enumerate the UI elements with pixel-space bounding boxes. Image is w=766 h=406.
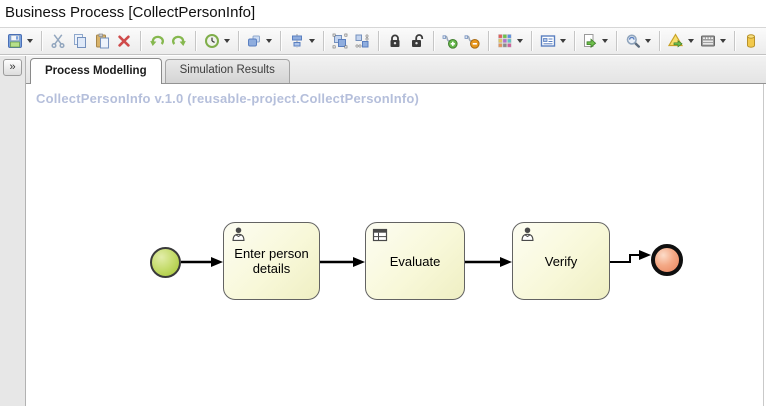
- service-search-button[interactable]: [623, 31, 653, 51]
- toolbar-separator: [530, 31, 532, 51]
- toolbar-separator: [487, 31, 489, 51]
- fill-color-button[interactable]: [495, 31, 525, 51]
- save-button[interactable]: [5, 31, 35, 51]
- user-task-enter-person-details[interactable]: Enter person details: [223, 222, 320, 300]
- task-label: Verify: [544, 253, 578, 269]
- business-rule-task-icon: [372, 228, 388, 247]
- lock-icon: [387, 33, 403, 49]
- canvas-right-edge: [763, 84, 764, 406]
- business-rule-task-evaluate[interactable]: Evaluate: [365, 222, 465, 300]
- export-dropdown-caret[interactable]: [602, 39, 609, 43]
- migrate-icon: [700, 33, 716, 49]
- sequence-flow-start-to-enter[interactable]: [181, 257, 223, 267]
- add-docker-icon: [442, 33, 458, 49]
- remove-docker-icon: [464, 33, 480, 49]
- lock-button[interactable]: [385, 31, 405, 51]
- toolbar-separator: [139, 31, 141, 51]
- ungroup-icon: [354, 33, 370, 49]
- process-watermark: CollectPersonInfo v.1.0 (reusable-projec…: [36, 91, 420, 106]
- toolbar-separator: [237, 31, 239, 51]
- title-bar: Business Process [CollectPersonInfo]: [0, 0, 766, 27]
- copy-button[interactable]: [70, 31, 90, 51]
- sequence-flow-layer: [181, 250, 651, 267]
- paste-button[interactable]: [92, 31, 112, 51]
- unlock-button[interactable]: [407, 31, 427, 51]
- end-event-node[interactable]: [651, 244, 683, 276]
- fill-color-dropdown-caret[interactable]: [516, 39, 523, 43]
- toolbar-separator: [280, 31, 282, 51]
- validate-icon: [668, 33, 684, 49]
- alignment-dropdown-caret[interactable]: [309, 39, 316, 43]
- simulation-clock-icon: [204, 33, 220, 49]
- toolbar-separator: [433, 31, 434, 51]
- redo-button[interactable]: [169, 31, 189, 51]
- alignment-icon: [289, 33, 305, 49]
- cut-button[interactable]: [48, 31, 68, 51]
- expand-panel-button[interactable]: »: [3, 59, 22, 76]
- simulation-clock-button[interactable]: [202, 31, 232, 51]
- tab-simulation-results[interactable]: Simulation Results: [164, 59, 290, 83]
- add-docker-button[interactable]: [440, 31, 460, 51]
- service-search-icon: [625, 33, 641, 49]
- migrate-button[interactable]: [698, 31, 728, 51]
- toolbar-separator: [734, 31, 736, 51]
- user-task-icon: [230, 226, 247, 248]
- shape-repository-panel: »: [0, 56, 26, 406]
- shape-morph-button[interactable]: [244, 31, 274, 51]
- toolbar-separator: [659, 31, 661, 51]
- tab-process-modelling[interactable]: Process Modelling: [30, 58, 162, 84]
- service-search-dropdown-caret[interactable]: [645, 39, 652, 43]
- group-button[interactable]: [330, 31, 350, 51]
- toolbar-separator: [573, 31, 575, 51]
- cut-icon: [50, 33, 66, 49]
- form-properties-dropdown-caret[interactable]: [559, 39, 566, 43]
- alignment-button[interactable]: [287, 31, 317, 51]
- shape-morph-icon: [246, 33, 262, 49]
- sequence-flow-enter-to-evaluate[interactable]: [320, 257, 365, 267]
- page-title: Business Process [CollectPersonInfo]: [5, 4, 256, 21]
- shape-morph-dropdown-caret[interactable]: [266, 39, 273, 43]
- sequence-flow-evaluate-to-verify[interactable]: [465, 257, 512, 267]
- save-dropdown-caret[interactable]: [27, 39, 33, 43]
- repository-icon: [743, 33, 759, 49]
- save-icon: [7, 33, 23, 49]
- undo-icon: [149, 33, 165, 49]
- repository-button[interactable]: [741, 31, 761, 51]
- validate-button[interactable]: [666, 31, 696, 51]
- copy-icon: [72, 33, 88, 49]
- simulation-clock-dropdown-caret[interactable]: [223, 39, 230, 43]
- export-icon: [582, 33, 598, 49]
- undo-button[interactable]: [147, 31, 167, 51]
- paste-icon: [94, 33, 110, 49]
- start-event-node[interactable]: [150, 247, 181, 278]
- task-label: Evaluate: [389, 253, 441, 269]
- task-label: Enter person details: [234, 246, 309, 276]
- toolbar: [0, 27, 766, 55]
- toolbar-separator: [194, 31, 196, 51]
- export-button[interactable]: [580, 31, 610, 51]
- fill-color-icon: [497, 33, 513, 49]
- toolbar-separator: [616, 31, 618, 51]
- form-properties-icon: [540, 33, 556, 49]
- toolbar-separator: [323, 31, 325, 51]
- form-properties-button[interactable]: [538, 31, 568, 51]
- migrate-dropdown-caret[interactable]: [720, 39, 727, 43]
- remove-docker-button[interactable]: [462, 31, 482, 51]
- sequence-flow-verify-to-end[interactable]: [610, 250, 651, 263]
- validate-dropdown-caret[interactable]: [688, 39, 695, 43]
- process-canvas[interactable]: CollectPersonInfo v.1.0 (reusable-projec…: [26, 84, 766, 406]
- unlock-icon: [409, 33, 425, 49]
- delete-button[interactable]: [114, 31, 134, 51]
- delete-icon: [116, 33, 132, 49]
- user-task-verify[interactable]: Verify: [512, 222, 610, 300]
- tab-strip: Process Modelling Simulation Results: [26, 56, 766, 84]
- user-task-icon: [519, 226, 536, 248]
- toolbar-separator: [378, 31, 380, 51]
- group-icon: [332, 33, 348, 49]
- ungroup-button[interactable]: [352, 31, 372, 51]
- toolbar-separator: [41, 31, 42, 51]
- redo-icon: [171, 33, 187, 49]
